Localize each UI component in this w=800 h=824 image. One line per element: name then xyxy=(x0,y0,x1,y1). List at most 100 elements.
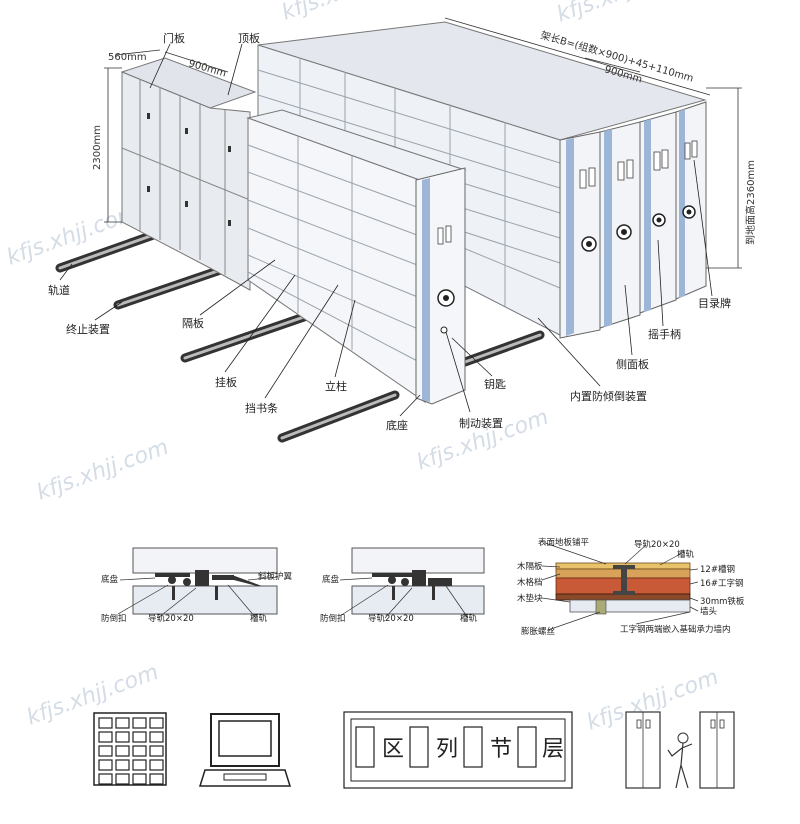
cabinet-locks xyxy=(147,113,231,226)
middle-shelf-lines xyxy=(247,136,426,366)
keypad-cell xyxy=(149,759,164,771)
left-cabinet-block xyxy=(120,57,257,291)
d3-label-wood-partition: 木隔板 xyxy=(517,561,543,572)
keypad-cell xyxy=(98,717,113,729)
d2-hardware xyxy=(372,570,452,600)
side-panel-1-edge xyxy=(566,138,574,336)
d1-floor xyxy=(132,585,278,615)
d1-label-guide: 导轨20×20 xyxy=(148,613,194,624)
label-brake: 制动装置 xyxy=(459,417,503,430)
middle-label-card-2 xyxy=(445,225,452,243)
dim-ground-height: 到地面高2360mm xyxy=(744,160,757,245)
d3-label-wood-grid: 木格档 xyxy=(517,577,543,588)
d3-label-guide: 导轨20×20 xyxy=(634,539,680,550)
label-sign-icon: 区 列 节 层 xyxy=(343,711,573,789)
label-base: 底座 xyxy=(386,418,408,432)
sign-char-qu: 区 xyxy=(382,737,404,762)
d3-label-iron-plate: 30mm铁板 xyxy=(700,596,745,607)
keypad-cell xyxy=(115,717,130,729)
detail-section-2: 底盘 防倒扣 导轨20×20 槽轨 xyxy=(320,547,485,624)
d2-label-guide: 导轨20×20 xyxy=(368,613,414,624)
label-column: 立柱 xyxy=(325,379,347,393)
keypad-cell xyxy=(115,731,130,743)
computer-icon xyxy=(198,713,292,787)
d1-base-plate xyxy=(132,547,278,574)
keypad-cell xyxy=(149,717,164,729)
label-anti-tip: 内置防倾倒装置 xyxy=(570,389,647,403)
keypad-cell xyxy=(132,731,147,743)
keypad-cell xyxy=(115,759,130,771)
dim-depth: 560mm xyxy=(108,52,147,63)
label-crank: 摇手柄 xyxy=(648,327,681,341)
d3-label-wood-pad: 木垫块 xyxy=(517,593,543,604)
label-cards xyxy=(579,140,698,189)
keypad-cell xyxy=(98,759,113,771)
label-stop: 终止装置 xyxy=(66,322,110,336)
d3-i-beam xyxy=(613,565,635,595)
keypad-cell xyxy=(98,745,113,757)
dim-height: 2300mm xyxy=(92,125,103,170)
dimension-lines xyxy=(104,17,742,269)
watermark-5: kfjs.xhjj.com xyxy=(34,435,172,506)
keypad-cell xyxy=(98,731,113,743)
keypad-cell xyxy=(149,731,164,743)
keypad-cell xyxy=(149,745,164,757)
label-rail: 轨道 xyxy=(48,283,70,297)
d3-floor xyxy=(569,599,691,613)
keypad-cell xyxy=(115,773,130,785)
side-panel-2-edge xyxy=(604,129,612,327)
keypad-icon xyxy=(93,712,167,786)
watermark-1: kfjs.xhjj.com xyxy=(279,0,417,26)
leaders xyxy=(59,43,713,417)
d3-label-embed-note: 工字钢两端嵌入基础承力墙内 xyxy=(620,624,731,635)
keypad-cell xyxy=(132,717,147,729)
d1-label-anti-fall: 防倒扣 xyxy=(101,613,127,624)
part-labels: 门板 顶板 轨道 终止装置 隔板 挂板 挡书条 立柱 底座 制动装置 钥匙 内置… xyxy=(48,31,731,432)
label-door: 门板 xyxy=(163,31,185,45)
d3-label-channel: 槽轨 xyxy=(677,549,695,560)
middle-side-edge xyxy=(422,178,430,402)
label-label-card: 目录牌 xyxy=(698,296,731,310)
label-partition: 隔板 xyxy=(182,316,204,330)
detail-section-1: 底盘 斜板护翼 防倒扣 导轨20×20 槽轨 xyxy=(101,547,293,624)
d3-label-wall-head: 墙头 xyxy=(700,606,718,617)
keypad-cell xyxy=(98,773,113,785)
rail-5 xyxy=(460,330,545,367)
d1-label-channel: 槽轨 xyxy=(250,613,268,624)
d2-label-base: 底盘 xyxy=(322,574,340,585)
d1-label-guard: 斜板护翼 xyxy=(258,571,293,582)
keypad-cell xyxy=(149,773,164,785)
d2-label-channel: 槽轨 xyxy=(460,613,478,624)
cabinet-front xyxy=(121,71,251,291)
keypad-cell xyxy=(132,745,147,757)
d3-label-channel-steel: 12#槽钢 xyxy=(700,564,735,575)
label-book-stop: 挡书条 xyxy=(245,401,278,415)
side-panel-4-edge xyxy=(679,109,685,298)
rail-4 xyxy=(277,390,400,443)
sign-char-jie: 节 xyxy=(490,737,512,762)
sign-char-ceng: 层 xyxy=(542,737,564,762)
crank-handles xyxy=(581,205,696,252)
d3-label-surface: 表面地板铺平 xyxy=(538,537,590,548)
label-key: 钥匙 xyxy=(484,377,506,391)
middle-brake xyxy=(440,326,448,334)
d1-label-base: 底盘 xyxy=(101,574,119,585)
middle-label-card-1 xyxy=(437,227,444,245)
d1-hardware xyxy=(155,570,262,600)
watermark-2: kfjs.xhjj.com xyxy=(554,0,692,28)
keypad-cell xyxy=(132,773,147,785)
d2-base-plate xyxy=(351,547,485,574)
label-top: 顶板 xyxy=(238,31,260,45)
watermark-4: kfjs.xhjj.com xyxy=(414,405,552,476)
sign-char-lie: 列 xyxy=(436,737,458,762)
keypad-cell xyxy=(115,745,130,757)
operator-icon xyxy=(625,711,735,789)
side-panel-3-edge xyxy=(644,119,651,312)
middle-open-shelf xyxy=(246,109,467,405)
detail-section-3: 表面地板铺平 导轨20×20 槽轨 木隔板 木格档 木垫块 膨胀螺丝 12#槽钢… xyxy=(517,537,745,637)
d2-floor xyxy=(351,585,485,615)
d3-label-i-beam: 16#工字钢 xyxy=(700,578,743,589)
d2-label-anti-fall: 防倒扣 xyxy=(320,613,346,624)
